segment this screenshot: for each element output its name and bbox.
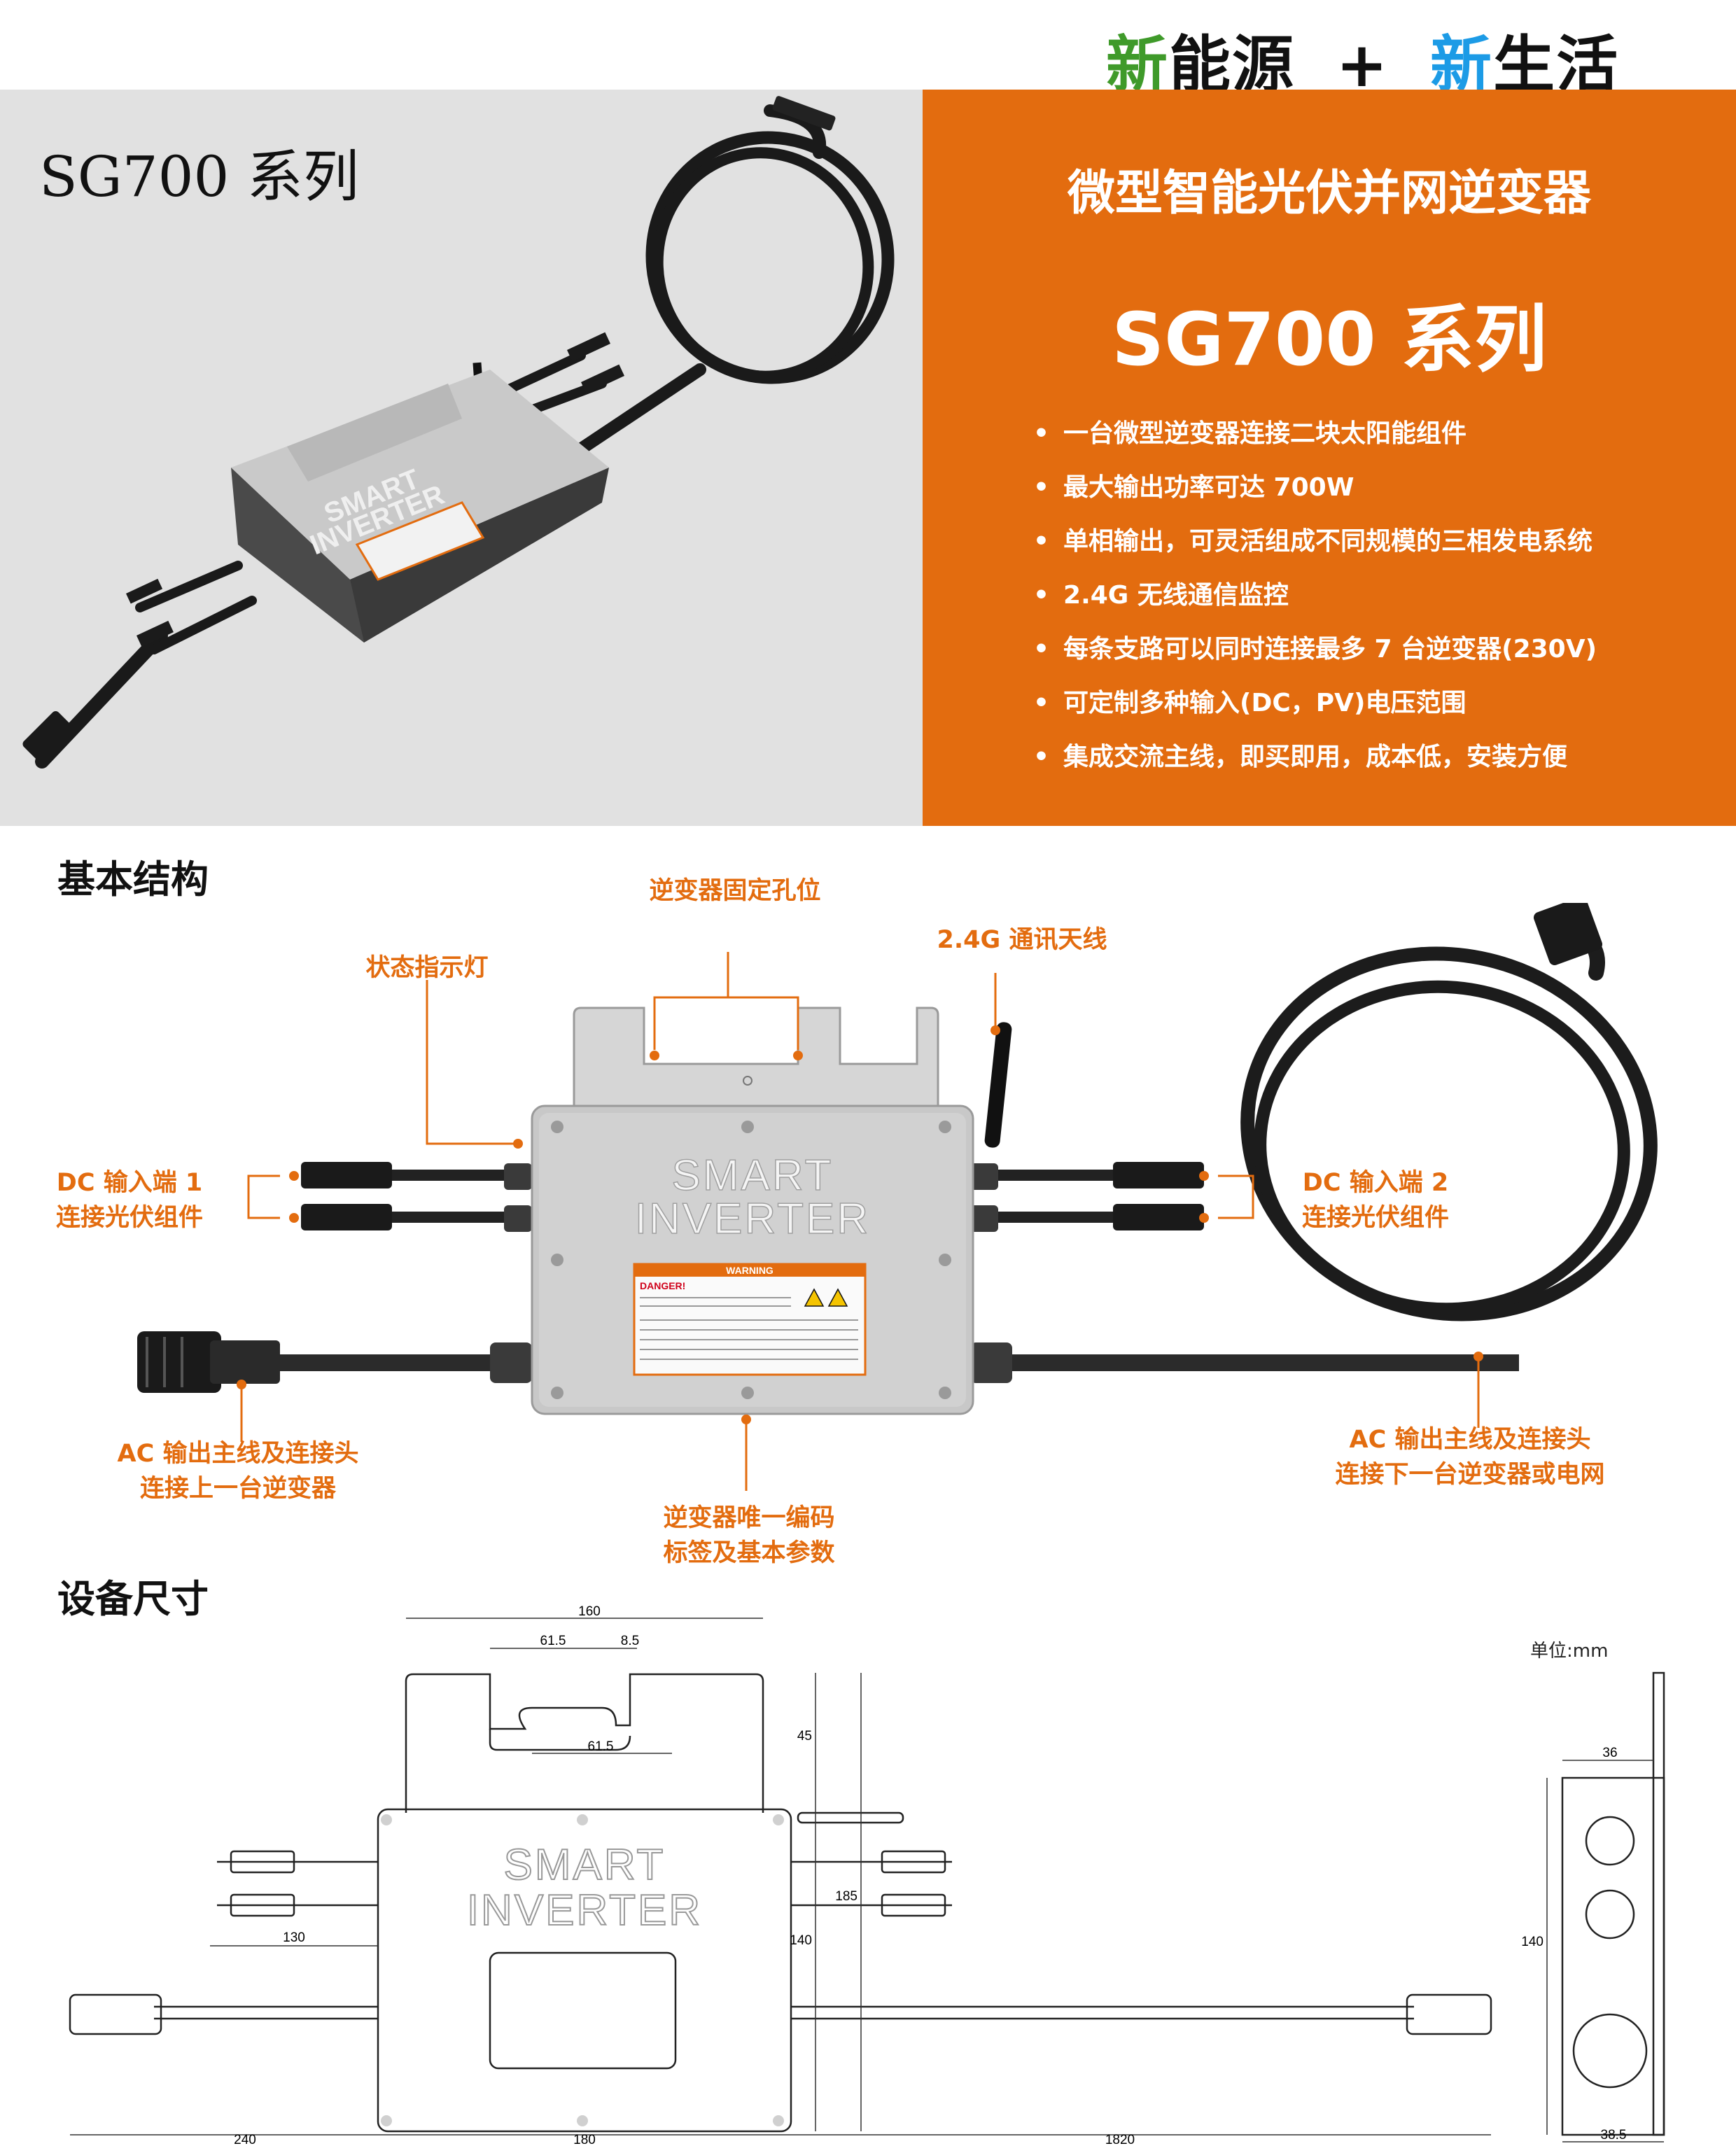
callout-ac-right: AC 输出主线及连接头 连接下一台逆变器或电网 <box>1295 1422 1645 1492</box>
drawing-brand-line2: INVERTER <box>467 1886 702 1935</box>
dim-side-width: 36 <box>1602 1746 1617 1760</box>
drawing-side-view <box>1561 1776 1665 2136</box>
callout-dc-input-1-line2: 连接光伏组件 <box>55 1204 203 1232</box>
feature-item: 最大输出功率可达 700W <box>1033 467 1597 521</box>
leader-lines <box>240 952 1480 1491</box>
slogan-text-1: 能源 <box>1169 29 1296 101</box>
feature-item: 2.4G 无线通信监控 <box>1033 575 1597 629</box>
dim-ac-left-length: 240 <box>234 2133 256 2146</box>
dim-hole-spacing-bottom: 61.5 <box>588 1739 614 1754</box>
dim-slot-width: 8.5 <box>621 1634 639 1648</box>
drawing-label-window <box>489 1951 677 2070</box>
structure-heading: 基本结构 <box>57 857 209 902</box>
callout-ac-left-line1: AC 输出主线及连接头 <box>117 1440 359 1468</box>
dim-body-width: 180 <box>573 2133 596 2146</box>
callout-dc-input-2: DC 输入端 2 连接光伏组件 <box>1274 1165 1477 1235</box>
callout-serial-label: 逆变器唯一编码 标签及基本参数 <box>602 1501 896 1571</box>
unit-label: 单位:mm <box>1530 1641 1609 1662</box>
slogan: 新能源 + 新生活 <box>1106 15 1619 104</box>
drawing-bracket <box>405 1673 764 1813</box>
callout-status-led: 状态指示灯 <box>365 954 489 982</box>
feature-item: 集成交流主线，即买即用，成本低，安装方便 <box>1033 736 1597 790</box>
drawing-body <box>377 1808 792 2133</box>
brand-line1: SMART <box>672 1151 834 1200</box>
hero-subtitle: 微型智能光伏并网逆变器 <box>1067 166 1591 221</box>
structure-diagram: SMART INVERTER WARNING DANGER! <box>137 903 1658 1491</box>
series-title-left: SG700 系列 <box>39 144 359 209</box>
hero-title: SG700 系列 <box>1112 297 1547 382</box>
slogan-plus: + <box>1336 29 1390 101</box>
dim-dc-cable-length: 130 <box>283 1930 305 1945</box>
danger-label: DANGER! <box>640 1280 685 1291</box>
callout-ac-right-line1: AC 输出主线及连接头 <box>1349 1426 1591 1454</box>
dim-side-height: 140 <box>1521 1935 1544 1949</box>
callout-mounting-holes: 逆变器固定孔位 <box>649 877 821 905</box>
dim-hole-spacing-top: 61.5 <box>540 1634 566 1648</box>
dimensions-heading: 设备尺寸 <box>57 1577 209 1621</box>
feature-item: 每条支路可以同时连接最多 7 台逆变器(230V) <box>1033 629 1597 682</box>
ac-connector-left <box>137 1331 280 1393</box>
dim-body-height: 140 <box>790 1933 812 1948</box>
brand-line2: INVERTER <box>635 1195 870 1243</box>
slogan-accent-2: 新 <box>1430 29 1494 101</box>
callout-dc-input-2-line1: DC 输入端 2 <box>1302 1169 1449 1197</box>
feature-item: 一台微型逆变器连接二块太阳能组件 <box>1033 413 1597 467</box>
callout-ac-left-line2: 连接上一台逆变器 <box>139 1475 336 1503</box>
callout-antenna: 2.4G 通讯天线 <box>937 926 1107 954</box>
warning-header: WARNING <box>726 1265 774 1276</box>
product-photo: SMART INVERTER <box>22 96 895 769</box>
callout-serial-label-line1: 逆变器唯一编码 <box>663 1504 835 1532</box>
antenna-diagram <box>984 1022 1012 1148</box>
drawing-brand-line1: SMART <box>504 1841 666 1889</box>
photo-warning-label <box>355 501 485 581</box>
dc-cables-right <box>980 1162 1204 1230</box>
feature-list: 一台微型逆变器连接二块太阳能组件 最大输出功率可达 700W 单相输出，可灵活组… <box>1033 413 1597 790</box>
callout-ac-right-line2: 连接下一台逆变器或电网 <box>1335 1461 1605 1489</box>
dim-ac-right-length: 1820 <box>1105 2133 1135 2146</box>
dc-cables-left <box>301 1162 518 1230</box>
dim-side-depth: 38.5 <box>1601 2128 1627 2143</box>
dim-top-width: 160 <box>578 1604 601 1619</box>
callout-dc-input-1: DC 输入端 1 连接光伏组件 <box>28 1165 231 1235</box>
dim-bracket-height: 45 <box>797 1729 812 1744</box>
warning-label: WARNING DANGER! <box>633 1263 867 1376</box>
feature-item: 单相输出，可灵活组成不同规模的三相发电系统 <box>1033 521 1597 575</box>
slogan-accent-1: 新 <box>1106 29 1170 101</box>
slogan-text-2: 生活 <box>1493 29 1620 101</box>
ac-connector-photo <box>22 710 74 762</box>
callout-dc-input-2-line2: 连接光伏组件 <box>1301 1204 1449 1232</box>
feature-item: 可定制多种输入(DC，PV)电压范围 <box>1033 682 1597 736</box>
callout-dc-input-1-line1: DC 输入端 1 <box>56 1169 203 1197</box>
dimension-drawing: SMART INVERTER 160 61.5 8.5 61.5 45 185 … <box>69 1604 1665 2146</box>
dim-total-height: 185 <box>835 1889 858 1904</box>
callout-serial-label-line2: 标签及基本参数 <box>663 1539 835 1567</box>
mounting-bracket <box>573 1007 939 1114</box>
ac-connector-right <box>1533 903 1603 966</box>
callout-ac-left: AC 输出主线及连接头 连接上一台逆变器 <box>70 1436 406 1506</box>
